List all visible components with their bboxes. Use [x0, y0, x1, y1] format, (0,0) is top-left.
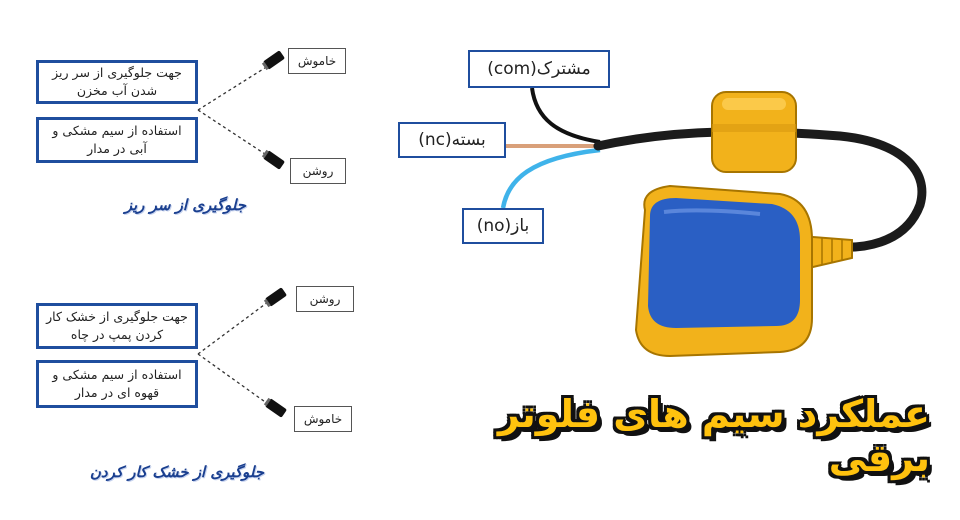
- overflow-wiring-box: استفاده از سیم مشکی و آبی در مدار: [36, 117, 198, 163]
- bottom-switch-off-label: خاموش: [294, 406, 352, 432]
- overflow-caption: جلوگیری از سر ریز: [124, 196, 246, 214]
- bottom-float-switch-upper-icon: [263, 287, 287, 308]
- overflow-purpose-box: جهت جلوگیری از سر ریز شدن آب مخزن: [36, 60, 198, 104]
- wire-black: [530, 87, 601, 144]
- bottom-float-switch-lower-icon: [263, 397, 287, 418]
- cable-weight-icon: [711, 91, 797, 173]
- float-body-icon: [634, 184, 853, 358]
- bottom-branch-lines: [197, 301, 269, 405]
- top-float-switch-upper-icon: [261, 50, 285, 71]
- overflow-wiring-text: استفاده از سیم مشکی و آبی در مدار: [52, 123, 182, 156]
- dry-run-wiring-box: استفاده از سیم مشکی و قهوه ای در مدار: [36, 360, 198, 408]
- overflow-purpose-text: جهت جلوگیری از سر ریز شدن آب مخزن: [52, 65, 182, 98]
- top-branch-lines: [197, 65, 269, 157]
- wire-com-label: مشترک(com): [468, 50, 610, 88]
- dry-run-caption: جلوگیری از خشک کار کردن: [89, 463, 264, 481]
- top-switch-on-label: روشن: [290, 158, 346, 184]
- top-switch-off-label: خاموش: [288, 48, 346, 74]
- wire-no-label: باز(no): [462, 208, 544, 244]
- top-float-switch-lower-icon: [261, 149, 285, 170]
- float-main-cable: [593, 127, 927, 252]
- dry-run-purpose-box: جهت جلوگیری از خشک کار کردن پمپ در چاه: [36, 303, 198, 349]
- dry-run-wiring-text: استفاده از سیم مشکی و قهوه ای در مدار: [52, 367, 182, 400]
- wire-blue: [500, 147, 601, 209]
- dry-run-purpose-text: جهت جلوگیری از خشک کار کردن پمپ در چاه: [46, 309, 188, 342]
- bottom-switch-on-label: روشن: [296, 286, 354, 312]
- page-title: عملکرد سیم های فلوتر برقی: [497, 392, 930, 480]
- wire-nc-label: بسته(nc): [398, 122, 506, 158]
